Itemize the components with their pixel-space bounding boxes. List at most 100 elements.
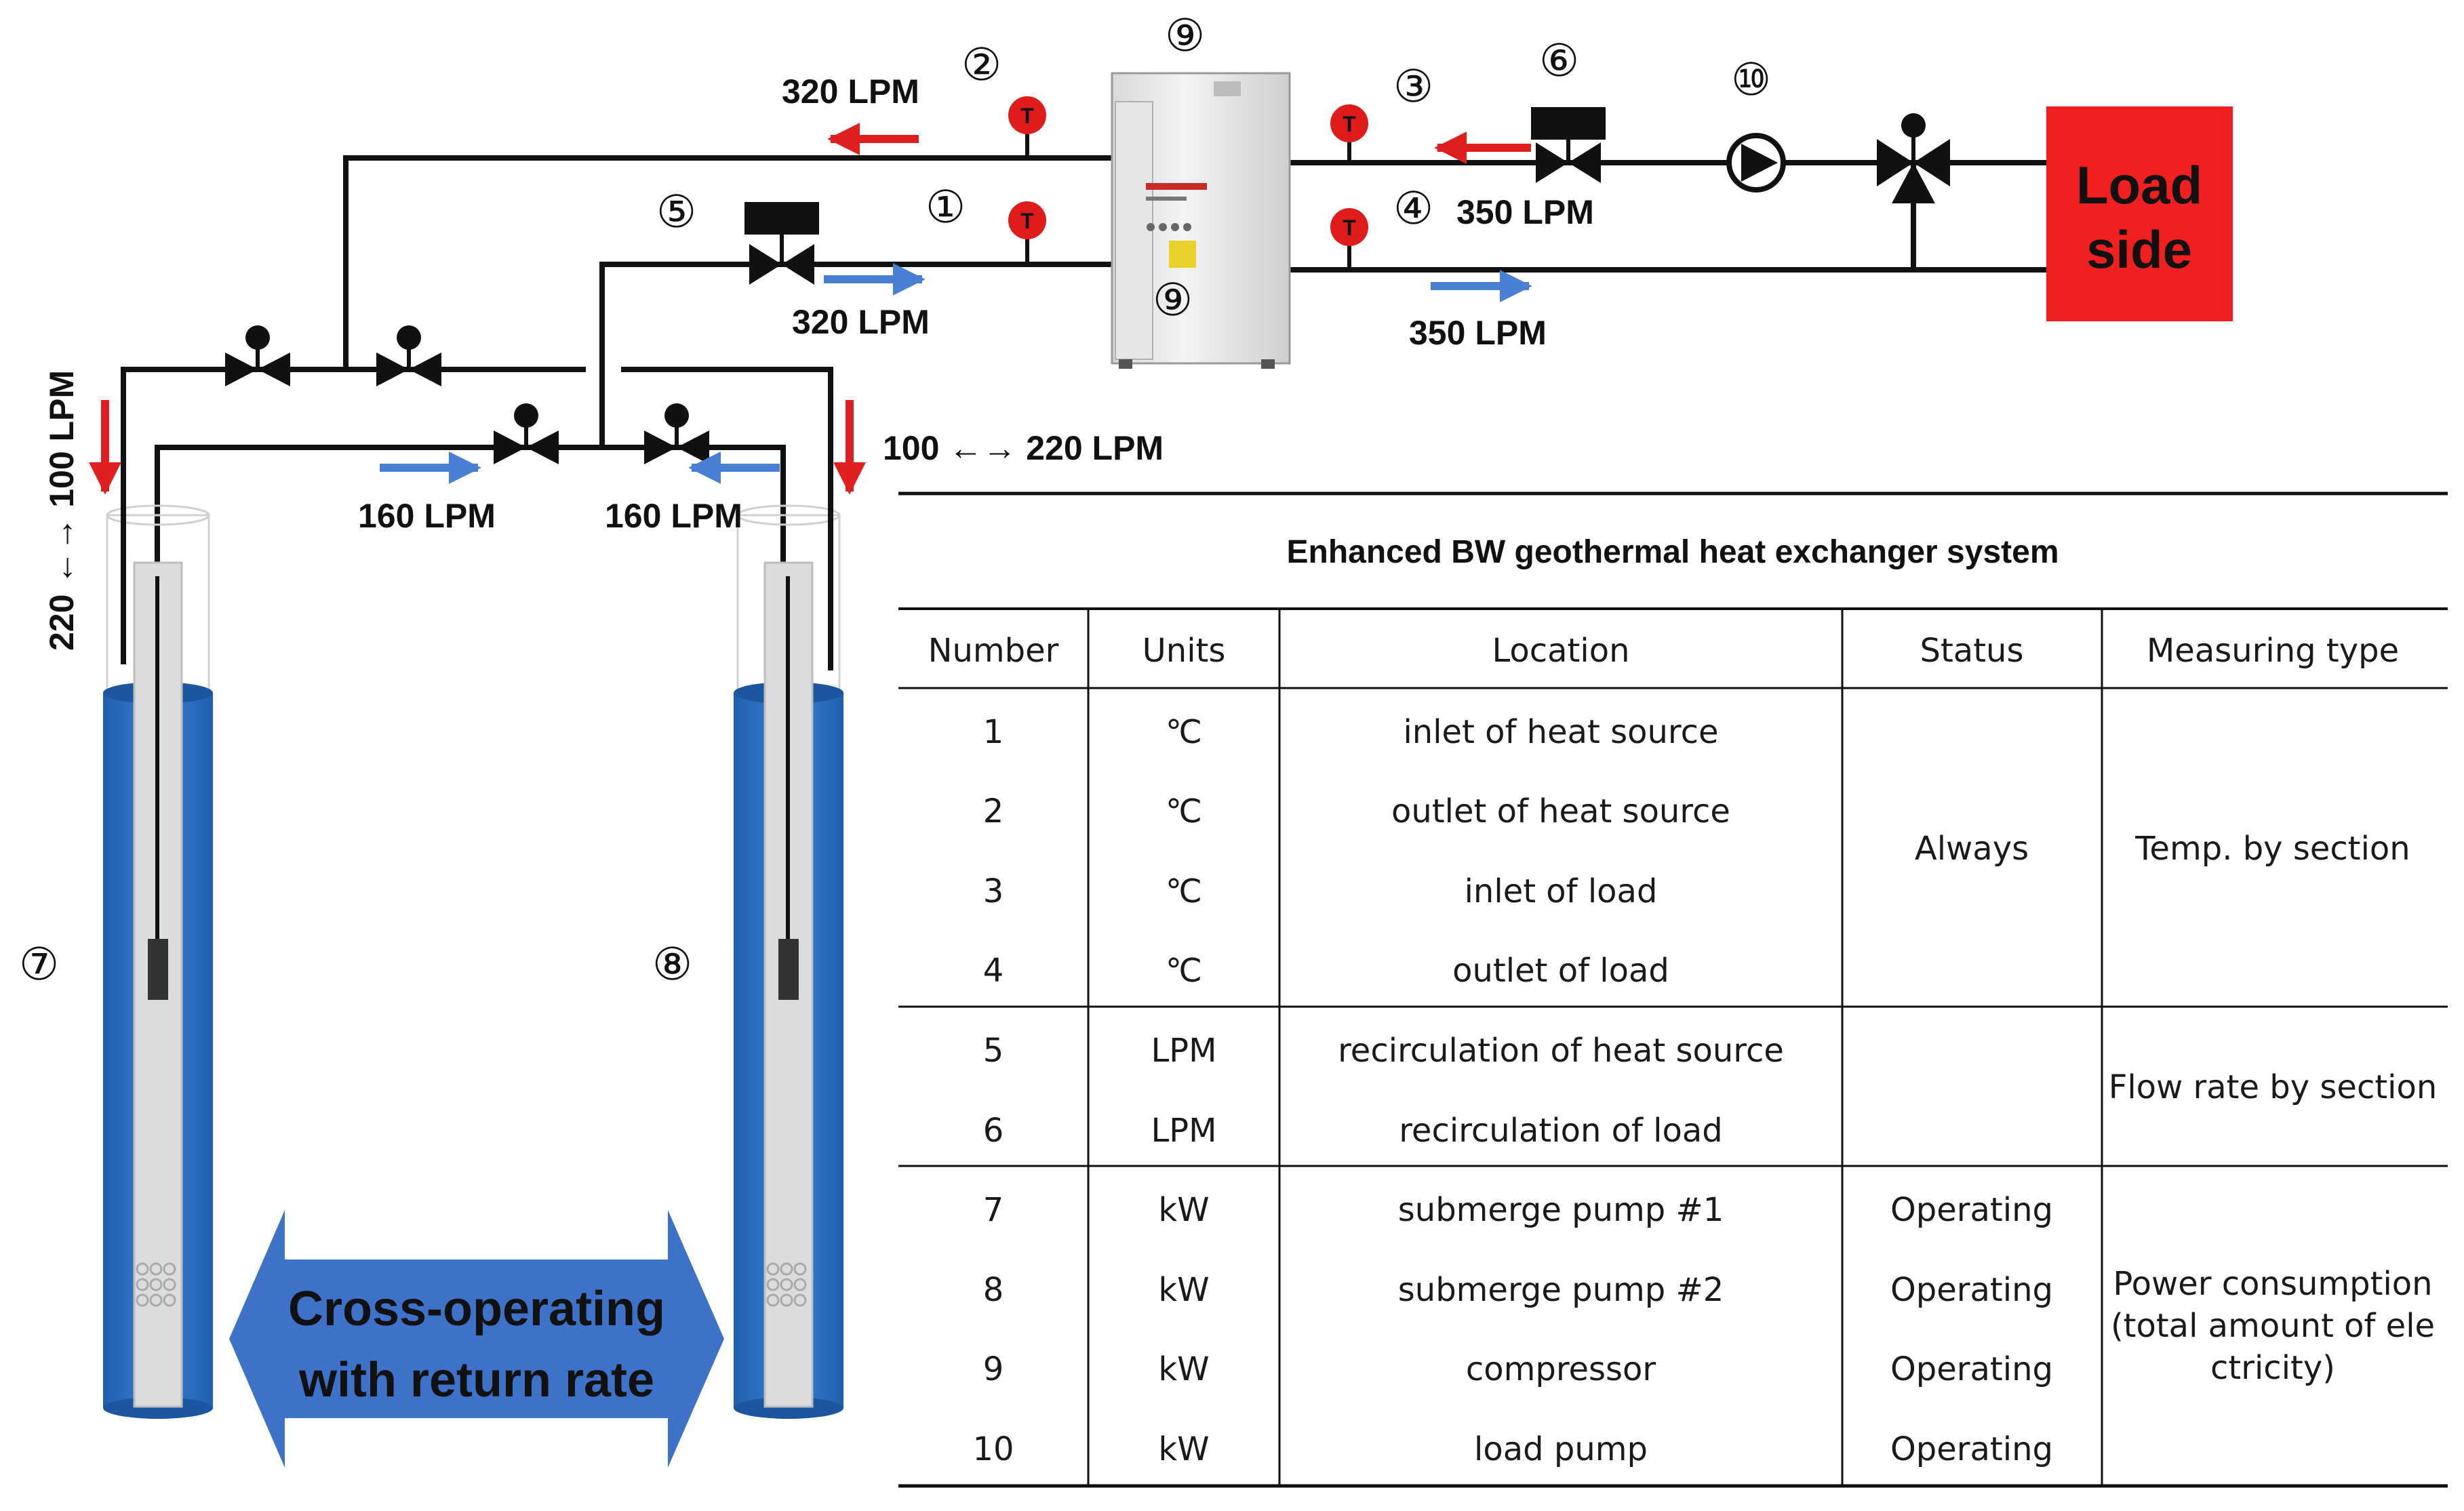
marker-9-top: ⑨ <box>1165 9 1205 62</box>
flow-meter-6: FM <box>1531 107 1606 183</box>
table-cell-location: inlet of heat source <box>1403 713 1718 751</box>
table-row: 10 kW load pump Operating <box>972 1430 2053 1468</box>
table-cell-location: outlet of load <box>1452 952 1669 990</box>
marker-8: ⑧ <box>652 938 692 990</box>
left-header-pipe <box>121 367 586 653</box>
table-cell-location: submerge pump #1 <box>1398 1191 1724 1229</box>
table-cell-unit: kW <box>1158 1350 1209 1388</box>
table-cell-unit: ℃ <box>1166 713 1202 751</box>
flow-label-bottom-right: 160 LPM <box>605 497 742 535</box>
upper-return-pipe <box>343 155 1111 372</box>
table-cell-status: Operating <box>1890 1271 2053 1309</box>
table-header-cell: Number <box>928 632 1059 670</box>
table-title: Enhanced BW geothermal heat exchanger sy… <box>1286 534 2059 570</box>
table-cell-location: recirculation of load <box>1399 1112 1723 1150</box>
table-cell-number: 2 <box>983 792 1004 830</box>
cross-operating-arrow: Cross-operating with return rate <box>229 1210 724 1468</box>
flow-meter-5: FM <box>744 202 819 285</box>
table-cell-location: load pump <box>1474 1430 1648 1468</box>
type-flow: Flow rate by section <box>2109 1068 2438 1106</box>
table-cell-status: Operating <box>1890 1350 2053 1388</box>
marker-10: ⑩ <box>1731 54 1771 106</box>
flow-label-mid-left: 320 LPM <box>792 303 930 341</box>
cross-arrow-line1: Cross-operating <box>288 1282 665 1336</box>
sensor-letter: T <box>1343 216 1356 240</box>
table-cell-unit: ℃ <box>1166 952 1202 990</box>
header-valves <box>225 325 709 464</box>
table-body: 1 ℃ inlet of heat source 2 ℃ outlet of heat s… <box>972 713 2053 1468</box>
table-cell-number: 3 <box>983 872 1004 910</box>
marker-9-unit: ⑨ <box>1153 274 1193 326</box>
lower-crossover-pipe <box>155 445 786 1270</box>
type-temp: Temp. by section <box>2134 830 2410 868</box>
flow-label-top-right: 350 LPM <box>1456 193 1594 231</box>
table-cell-unit: ℃ <box>1166 872 1202 910</box>
table-cell-location: outlet of heat source <box>1391 792 1730 830</box>
table-cell-unit: kW <box>1158 1271 1209 1309</box>
valve-icon <box>225 325 290 386</box>
flow-meter-icon <box>744 202 819 235</box>
load-side-box: Load side <box>2046 106 2233 321</box>
table-cell-number: 7 <box>983 1191 1004 1229</box>
flow-label-mid-right: 350 LPM <box>1409 314 1547 352</box>
table-cell-number: 10 <box>972 1430 1014 1468</box>
table-cell-location: submerge pump #2 <box>1398 1271 1724 1309</box>
table-cell-unit: LPM <box>1151 1112 1216 1150</box>
status-always: Always <box>1915 830 2029 868</box>
measurement-table: Enhanced BW geothermal heat exchanger sy… <box>898 491 2448 1488</box>
table-header-cell: Status <box>1920 632 2024 670</box>
table-cell-number: 8 <box>983 1271 1004 1309</box>
submerge-pump-1 <box>148 939 168 1000</box>
temperature-sensor-2: T <box>1008 96 1046 158</box>
table-cell-unit: ℃ <box>1166 792 1202 830</box>
temperature-sensor-1: T <box>1008 201 1046 264</box>
table-row: 1 ℃ inlet of heat source <box>983 713 1719 751</box>
table-cell-number: 1 <box>983 713 1004 751</box>
markers: ② ① ⑤ ⑨ ⑨ ③ ④ ⑥ ⑩ ⑦ ⑧ <box>19 9 1771 990</box>
middle-supply-pipe <box>599 262 1111 450</box>
cross-arrow-line2: with return rate <box>298 1353 654 1407</box>
temperature-sensor-4: T <box>1330 208 1368 270</box>
temperature-sensor-icon <box>1330 104 1368 142</box>
heat-pump-unit-icon <box>1111 72 1291 369</box>
flow-label-bottom-left: 160 LPM <box>358 497 496 535</box>
table-row: 8 kW submerge pump #2 Operating <box>983 1271 2053 1309</box>
table-header-cell: Location <box>1492 632 1629 670</box>
table-cell-number: 9 <box>983 1350 1004 1388</box>
submerge-pump-2 <box>778 939 799 1000</box>
well-2 <box>734 504 843 1419</box>
flow-arrows <box>89 123 1532 495</box>
temperature-sensor-icon <box>1008 96 1046 134</box>
marker-7: ⑦ <box>19 938 59 990</box>
type-power-line2: (total amount of ele <box>2111 1307 2435 1345</box>
flow-meter-icon <box>1531 107 1606 140</box>
table-cell-unit: LPM <box>1151 1032 1216 1070</box>
marker-6: ⑥ <box>1539 35 1579 87</box>
table-header-cell: Units <box>1142 632 1226 670</box>
table-row: 9 kW compressor Operating <box>983 1350 2053 1388</box>
flow-meter-label: FM <box>1553 112 1584 136</box>
table-cell-number: 4 <box>983 952 1004 990</box>
load-side-line2: side <box>2086 220 2192 279</box>
table-cell-status: Operating <box>1890 1191 2053 1229</box>
sensor-letter: T <box>1343 112 1356 136</box>
table-cell-status: Operating <box>1890 1430 2053 1468</box>
flow-label-left-well: 220 ←→ 100 LPM <box>43 370 81 651</box>
table-cell-location: compressor <box>1466 1350 1656 1388</box>
temperature-sensor-icon <box>1330 208 1368 246</box>
table-cell-number: 6 <box>983 1112 1004 1150</box>
flow-label-right-well: 100 ←→ 220 LPM <box>883 429 1164 467</box>
table-cell-unit: kW <box>1158 1430 1209 1468</box>
type-power-line3: ctricity) <box>2210 1349 2335 1387</box>
load-side-line1: Load <box>2076 155 2202 215</box>
flow-labels: 320 LPM 320 LPM 350 LPM 350 LPM 160 LPM … <box>43 73 1594 651</box>
sensor-letter: T <box>1020 209 1034 233</box>
table-row: 2 ℃ outlet of heat source <box>983 792 1730 830</box>
marker-4: ④ <box>1393 182 1433 235</box>
valve-icon <box>494 403 559 464</box>
sensor-letter: T <box>1020 104 1034 128</box>
